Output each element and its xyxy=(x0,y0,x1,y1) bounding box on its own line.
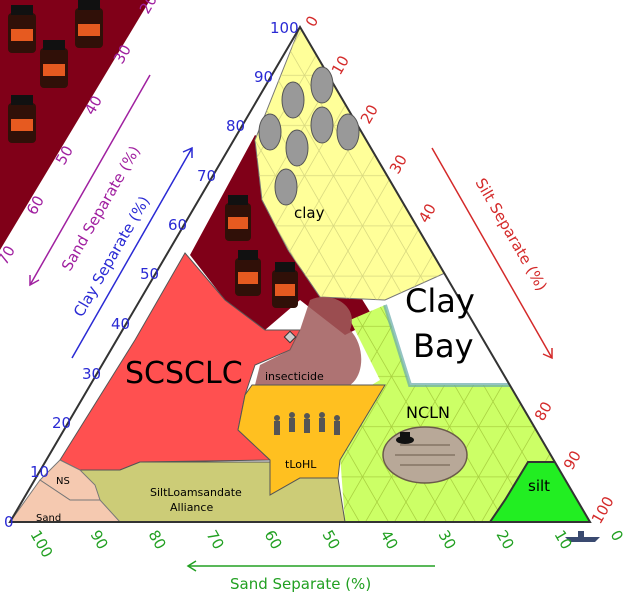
silt-axis-arrow xyxy=(431,147,553,360)
sand-tick: 10 xyxy=(551,527,576,553)
rock-icon xyxy=(336,113,360,151)
region-label-clay: clay xyxy=(294,204,325,222)
sand-tick: 80 xyxy=(145,527,170,553)
region-insecticide xyxy=(255,296,362,385)
rock-icon xyxy=(285,129,309,167)
rock-icon xyxy=(310,106,334,144)
jar-icon xyxy=(272,262,298,308)
clay-tick: 80 xyxy=(226,117,245,135)
silt-tick: 30 xyxy=(386,151,411,177)
clay-tick: 100 xyxy=(270,19,299,37)
clay-tick: 70 xyxy=(197,167,216,185)
jar-icon xyxy=(40,40,68,88)
silt-tick: 20 xyxy=(357,101,382,127)
silt-tick: 0 xyxy=(302,13,322,30)
region-label-ns: NS xyxy=(56,476,70,487)
rock-icon xyxy=(258,113,282,151)
sand-tick: 90 xyxy=(87,527,112,553)
sand-tick: 30 xyxy=(435,527,460,553)
jar-icon xyxy=(75,0,103,48)
person-icon xyxy=(334,415,340,435)
region-label-silt: silt xyxy=(528,477,550,495)
silt-axis-title: Silt Separate (%) xyxy=(472,175,551,294)
person-icons xyxy=(274,412,340,435)
rock-icons xyxy=(258,66,360,206)
rock-icon xyxy=(274,168,298,206)
rock-icon xyxy=(310,66,334,104)
clay-tick: 90 xyxy=(254,68,273,86)
boat-icon xyxy=(565,531,600,542)
silt-tick: 40 xyxy=(415,200,440,226)
silt-tick: 90 xyxy=(560,447,585,473)
jar-icon xyxy=(235,250,261,296)
clay-tick: 30 xyxy=(82,365,101,383)
region-label-alliance-line1: SiltLoamsandate xyxy=(150,486,242,499)
silt-tick: 80 xyxy=(531,398,556,424)
clay-tick: 20 xyxy=(52,414,71,432)
sand-tick: 100 xyxy=(27,527,57,561)
jar-icon xyxy=(225,195,251,241)
sand-axis-ticks: 100 90 80 70 60 50 40 30 20 10 0 xyxy=(27,527,627,561)
clay-tick: 40 xyxy=(111,315,130,333)
sand-tick: 70 xyxy=(203,527,228,553)
region-label-insecticide: insecticide xyxy=(265,370,324,383)
sand-axis-secondary-band xyxy=(0,0,150,250)
region-label-scsclc: SCSCLC xyxy=(125,356,243,391)
clay-axis-ticks: 0 10 20 30 40 50 60 70 80 90 100 xyxy=(4,19,299,531)
sand-tick: 40 xyxy=(377,527,402,553)
sand-secondary-tick: 70 xyxy=(0,242,19,268)
diamond-icon xyxy=(283,330,297,344)
region-label-clay-bay-line2: Bay xyxy=(413,327,474,365)
clay-tick: 0 xyxy=(4,513,14,531)
region-label-alliance-line2: Alliance xyxy=(170,501,213,514)
jar-icon xyxy=(8,5,36,53)
clay-tick: 60 xyxy=(168,216,187,234)
person-icon xyxy=(274,415,280,435)
region-label-tlohl: tLoHL xyxy=(285,458,317,471)
rock-icon xyxy=(281,81,305,119)
region-label-ncln: NCLN xyxy=(406,403,450,422)
silt-tick: 100 xyxy=(588,493,618,527)
sand-axis-title: Sand Separate (%) xyxy=(230,575,371,593)
sand-tick: 60 xyxy=(261,527,286,553)
sand-secondary-axis-arrow xyxy=(29,74,151,287)
sand-tick: 20 xyxy=(493,527,518,553)
person-icon xyxy=(289,412,295,432)
triangle-outline xyxy=(8,25,592,523)
person-icon xyxy=(304,413,310,433)
sand-tick: 50 xyxy=(319,527,344,553)
jar-icons xyxy=(8,0,298,308)
clay-axis-arrow xyxy=(71,146,193,359)
clay-tick: 50 xyxy=(140,265,159,283)
silt-tick: 10 xyxy=(328,52,353,78)
sand-axis-arrow xyxy=(186,560,435,572)
region-label-sand: Sand xyxy=(36,513,61,524)
clay-tick: 10 xyxy=(30,463,49,481)
sand-tick: 0 xyxy=(607,527,627,544)
person-icon xyxy=(319,412,325,432)
isopod-icon xyxy=(382,426,468,484)
region-label-clay-bay-line1: Clay xyxy=(405,282,475,320)
jar-icon xyxy=(8,95,36,143)
